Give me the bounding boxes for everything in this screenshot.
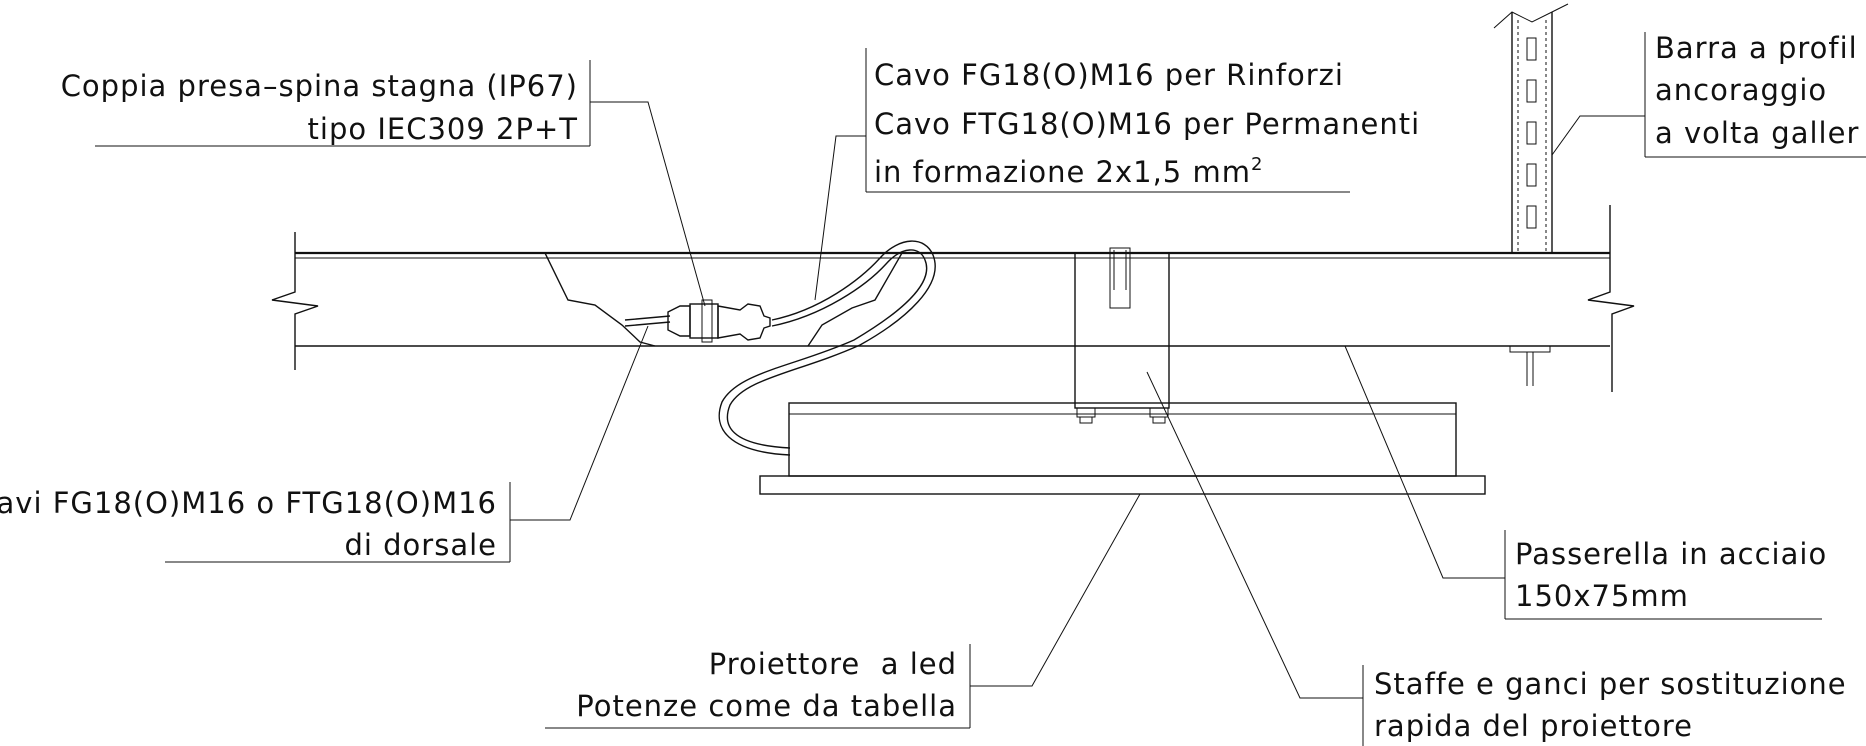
label-cavo-line3: in formazione 2x1,5 mm2 [874,154,1263,189]
cable-tray [271,205,1635,392]
labels: Coppia presa–spina stagna (IP67) tipo IE… [0,31,1859,743]
anchor-bar [1493,3,1569,386]
label-cavo-line1: Cavo FG18(O)M16 per Rinforzi [874,58,1344,92]
label-dorsale-line2: di dorsale [344,528,497,562]
label-dorsale-line1: avi FG18(O)M16 o FTG18(O)M16 [0,486,497,520]
label-staffe-line1: Staffe e ganci per sostituzione [1374,667,1847,701]
label-proiettore-line1: Proiettore a led [709,647,957,681]
label-passerella-line2: 150x75mm [1515,579,1689,613]
leader-lines [95,32,1866,746]
label-cavo-line2: Cavo FTG18(O)M16 per Permanenti [874,107,1420,141]
label-coppia-line1: Coppia presa–spina stagna (IP67) [61,69,578,103]
led-projector [759,402,1486,495]
label-barra-line2: ancoraggio [1655,73,1827,107]
plug-socket [624,299,771,343]
feed-cable [718,240,936,456]
label-barra-line1: Barra a profil [1655,31,1858,65]
label-barra-line3: a volta galler [1655,116,1859,150]
label-proiettore-line2: Potenze come da tabella [576,689,957,723]
label-passerella-line1: Passerella in acciaio [1515,537,1827,571]
label-staffe-line2: rapida del proiettore [1374,709,1693,743]
label-coppia-line2: tipo IEC309 2P+T [308,112,578,146]
bracket [1074,247,1170,424]
